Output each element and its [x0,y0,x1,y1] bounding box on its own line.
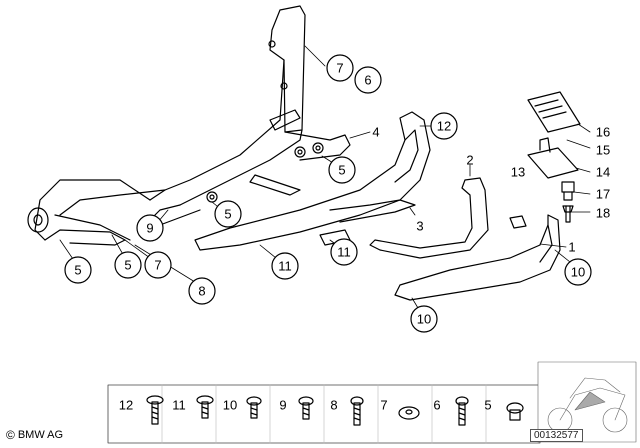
callout-5-mid: 5 [214,200,242,228]
grab-handle [369,177,489,259]
svg-text:7: 7 [154,258,161,273]
svg-text:10: 10 [571,265,585,280]
washer-7-icon [398,406,420,420]
callout-9: 9 [136,214,164,242]
callout-7-bracket: 7 [144,251,172,279]
legend-label-8: 8 [330,398,337,413]
svg-text:5: 5 [338,163,345,178]
callout-11-left: 11 [271,252,299,280]
callout-10-right: 10 [564,258,592,286]
legend-label-10: 10 [223,398,237,413]
legend-label-6: 6 [433,398,440,413]
mounting-bracket [527,91,581,223]
svg-text:11: 11 [337,245,351,260]
svg-text:11: 11 [278,259,292,274]
label-15: 15 [596,143,610,158]
svg-text:5: 5 [124,258,131,273]
legend-label-12: 12 [119,398,133,413]
svg-text:12: 12 [437,119,451,134]
callout-5-center: 5 [328,156,356,184]
callout-12: 12 [430,112,458,140]
motorcycle-thumbnail [537,361,637,443]
tail-panel [194,111,431,251]
svg-text:5: 5 [224,207,231,222]
copyright-brand: © BMW AG [6,428,63,442]
callout-7-top: 7 [326,54,354,82]
callout-6: 6 [354,66,382,94]
svg-text:8: 8 [198,284,205,299]
label-4: 4 [372,125,379,140]
svg-text:6: 6 [364,73,371,88]
legend-label-9: 9 [279,398,286,413]
callout-5-bracket: 5 [114,251,142,279]
copyright-symbol: © [6,428,15,442]
label-13: 13 [511,165,525,180]
screw-11-icon [196,395,214,419]
document-number: 00132577 [530,429,583,442]
screw-12-icon [146,395,164,425]
legend-label-7: 7 [380,398,387,413]
svg-text:5: 5 [74,263,81,278]
screw-6-icon [455,396,469,426]
callout-11-right: 11 [330,238,358,266]
svg-text:10: 10 [417,312,431,327]
label-18: 18 [596,206,610,221]
seat-frame [27,5,351,246]
screw-9-icon [298,396,314,420]
label-1: 1 [568,240,575,255]
screw-10-icon [246,396,262,419]
label-3: 3 [416,219,423,234]
label-17: 17 [596,187,610,202]
nut-5-icon [506,402,524,421]
callout-8: 8 [188,277,216,305]
fastener-legend [107,384,541,444]
label-2: 2 [466,153,473,168]
label-16: 16 [596,125,610,140]
svg-text:7: 7 [336,61,343,76]
legend-label-11: 11 [172,398,186,413]
callout-5-left: 5 [64,256,92,284]
callout-10-bottom: 10 [410,305,438,333]
label-14: 14 [596,165,610,180]
svg-text:9: 9 [146,221,153,236]
rubber-pad [509,215,527,229]
brand-name: BMW AG [17,429,64,441]
screw-8-icon [350,396,364,426]
legend-label-5: 5 [484,398,491,413]
